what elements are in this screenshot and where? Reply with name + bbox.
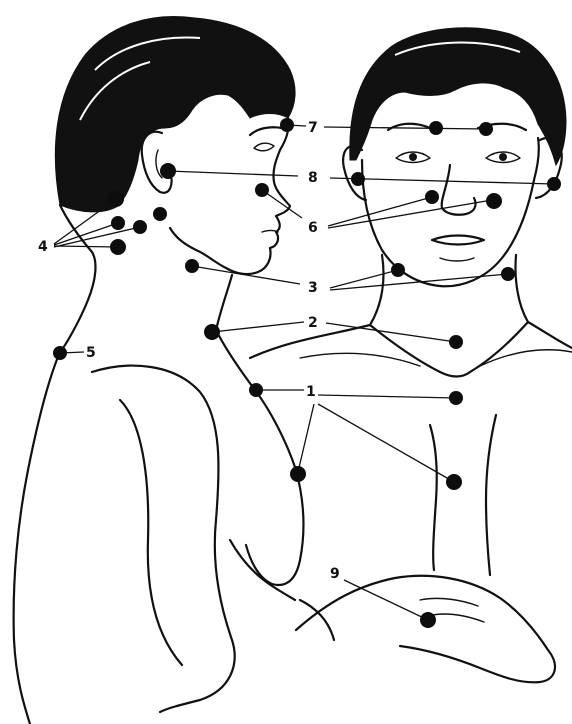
profile-ear bbox=[142, 132, 172, 193]
label-3: 3 bbox=[308, 280, 318, 296]
frontal-face-outline bbox=[362, 138, 539, 286]
node-4-b bbox=[111, 216, 125, 230]
profile-hair bbox=[55, 17, 295, 212]
label-1: 1 bbox=[306, 384, 316, 400]
node-8-frontal-left bbox=[351, 172, 365, 186]
node-1-frontal-lower bbox=[446, 474, 462, 490]
node-2-profile bbox=[204, 324, 220, 340]
node-1-profile-upper bbox=[249, 383, 263, 397]
node-3-frontal-right bbox=[501, 267, 515, 281]
node-1-profile-lower bbox=[290, 466, 306, 482]
leader-lines bbox=[54, 125, 554, 620]
node-4-a bbox=[108, 191, 124, 207]
profile-figure bbox=[14, 17, 304, 724]
node-5 bbox=[53, 346, 67, 360]
node-markers bbox=[53, 118, 561, 628]
node-4-e bbox=[153, 207, 167, 221]
label-5: 5 bbox=[86, 345, 96, 361]
node-6-frontal-left bbox=[425, 190, 439, 204]
label-2: 2 bbox=[308, 315, 318, 331]
node-7-frontal-right bbox=[479, 122, 493, 136]
node-7-profile bbox=[280, 118, 294, 132]
node-8-frontal-right bbox=[547, 177, 561, 191]
frontal-hair bbox=[350, 28, 566, 165]
frontal-chest bbox=[250, 322, 572, 377]
label-8: 8 bbox=[308, 170, 318, 186]
label-4: 4 bbox=[38, 239, 48, 255]
node-3-profile bbox=[185, 259, 199, 273]
frontal-mouth bbox=[432, 236, 484, 245]
profile-face-outline bbox=[170, 118, 290, 274]
node-6-frontal-right bbox=[486, 193, 502, 209]
node-8-profile bbox=[160, 163, 176, 179]
frontal-hand bbox=[296, 576, 555, 683]
node-2-frontal bbox=[449, 335, 463, 349]
node-4-c bbox=[110, 239, 126, 255]
profile-eye bbox=[254, 143, 274, 151]
node-7-frontal-left bbox=[429, 121, 443, 135]
profile-arm bbox=[92, 366, 235, 712]
label-7: 7 bbox=[308, 120, 318, 136]
label-6: 6 bbox=[308, 220, 318, 236]
label-9: 9 bbox=[330, 566, 340, 582]
node-9 bbox=[420, 612, 436, 628]
profile-back bbox=[14, 352, 60, 724]
node-3-frontal-left bbox=[391, 263, 405, 277]
node-4-d bbox=[133, 220, 147, 234]
node-6-profile bbox=[255, 183, 269, 197]
node-1-frontal-upper bbox=[449, 391, 463, 405]
